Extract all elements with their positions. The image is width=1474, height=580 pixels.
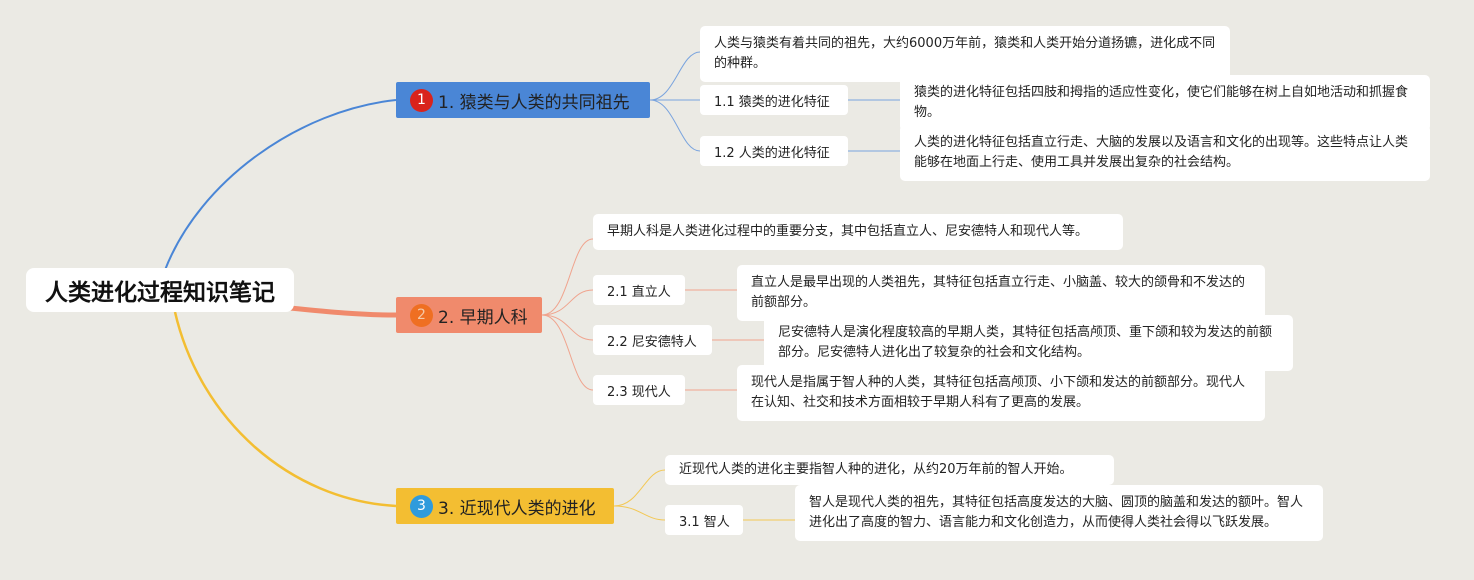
connector-b1-c2	[649, 99, 701, 152]
subtopic-2-2[interactable]: 2.2 尼安德特人	[593, 325, 712, 355]
subtopic-1-1[interactable]: 1.1 猿类的进化特征	[700, 85, 848, 115]
subtopic-2-1-note[interactable]: 直立人是最早出现的人类祖先，其特征包括直立行走、小脑盖、较大的颌骨和不发达的前额…	[737, 265, 1265, 321]
branch-label: 1. 猿类与人类的共同祖先	[438, 92, 630, 113]
number-badge-icon: 3	[410, 494, 433, 518]
branch-3[interactable]: 3 3. 近现代人类的进化	[396, 488, 614, 524]
branch-2[interactable]: 2 2. 早期人科	[396, 297, 542, 333]
branch-2-note[interactable]: 早期人科是人类进化过程中的重要分支，其中包括直立人、尼安德特人和现代人等。	[593, 214, 1123, 250]
connector-root-branch3	[173, 311, 397, 508]
connector-b2-c3	[541, 314, 594, 391]
connector-b3-c1	[613, 505, 666, 521]
subtopic-1-2-note[interactable]: 人类的进化特征包括直立行走、大脑的发展以及语言和文化的出现等。这些特点让人类能够…	[900, 125, 1430, 181]
branch-1[interactable]: 1 1. 猿类与人类的共同祖先	[396, 82, 650, 118]
branch-label: 3. 近现代人类的进化	[438, 498, 596, 519]
branch-label: 2. 早期人科	[438, 307, 528, 328]
number-badge-icon: 1	[410, 88, 433, 112]
subtopic-2-3-note[interactable]: 现代人是指属于智人种的人类，其特征包括高颅顶、小下颌和发达的前额部分。现代人在认…	[737, 365, 1265, 421]
connector-b2-note	[541, 238, 594, 316]
subtopic-2-3[interactable]: 2.3 现代人	[593, 375, 685, 405]
connector-b2-c1	[541, 289, 594, 316]
subtopic-2-2-note[interactable]: 尼安德特人是演化程度较高的早期人类，其特征包括高颅顶、重下颌和较为发达的前额部分…	[764, 315, 1293, 371]
subtopic-1-2[interactable]: 1.2 人类的进化特征	[700, 136, 848, 166]
connector-root-branch1	[164, 99, 397, 271]
connector-b3-note	[613, 469, 666, 507]
connector-b1-note	[649, 51, 701, 101]
branch-1-note[interactable]: 人类与猿类有着共同的祖先，大约6000万年前，猿类和人类开始分道扬镳，进化成不同…	[700, 26, 1230, 82]
root-topic[interactable]: 人类进化过程知识笔记	[26, 268, 294, 312]
subtopic-1-1-note[interactable]: 猿类的进化特征包括四肢和拇指的适应性变化，使它们能够在树上自如地活动和抓握食物。	[900, 75, 1430, 131]
connector-root-branch2	[289, 305, 397, 318]
branch-3-note[interactable]: 近现代人类的进化主要指智人种的进化，从约20万年前的智人开始。	[665, 455, 1114, 485]
subtopic-3-1[interactable]: 3.1 智人	[665, 505, 743, 535]
connector-b2-c2	[541, 314, 594, 341]
subtopic-2-1[interactable]: 2.1 直立人	[593, 275, 685, 305]
number-badge-icon: 2	[410, 303, 433, 327]
subtopic-3-1-note[interactable]: 智人是现代人类的祖先，其特征包括高度发达的大脑、圆顶的脑盖和发达的额叶。智人进化…	[795, 485, 1323, 541]
